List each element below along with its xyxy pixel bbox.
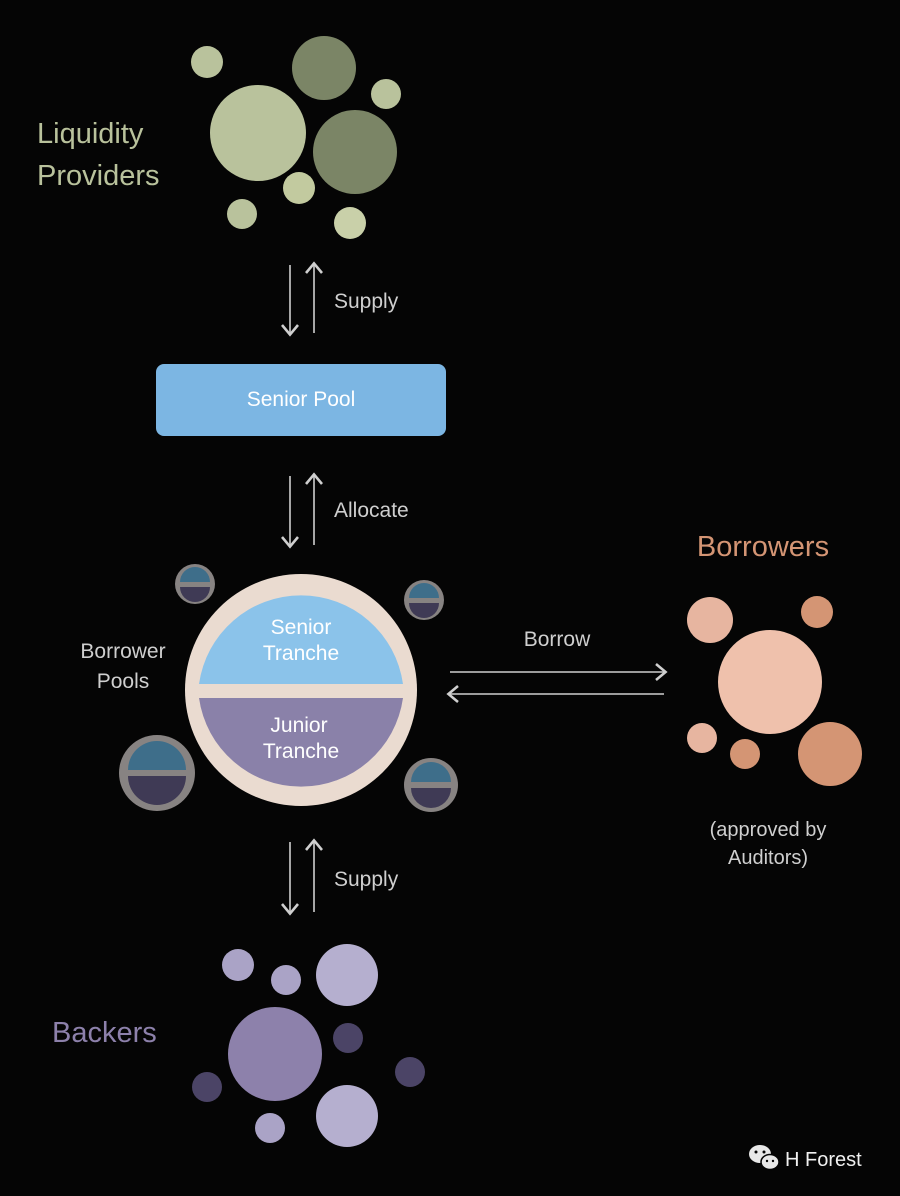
- junior-tranche-label-line2: Tranche: [263, 740, 339, 763]
- borrower-pools-label-line1: Borrower: [80, 640, 165, 663]
- borrowers-note-line1: (approved by: [710, 819, 827, 841]
- supply-top-label: Supply: [334, 290, 399, 313]
- borrower-pools-label-line2: Pools: [97, 670, 150, 693]
- backers-label: Backers: [52, 1017, 157, 1049]
- borrower-pool-small-2: [404, 580, 444, 620]
- senior-pool-label: Senior Pool: [247, 388, 356, 411]
- senior-pool-box: [156, 364, 446, 436]
- borrower-pool-medium-1: [404, 758, 458, 812]
- senior-tranche-label-line2: Tranche: [263, 642, 339, 665]
- senior-tranche-label-line1: Senior: [271, 616, 332, 639]
- junior-tranche-half: [199, 698, 403, 787]
- watermark-label: H Forest: [785, 1149, 862, 1171]
- liquidity-providers-cluster: [191, 36, 401, 239]
- borrowers-cluster: [687, 596, 862, 786]
- borrower-pool-small-1: [175, 564, 215, 604]
- junior-tranche-label-line1: Junior: [270, 714, 327, 737]
- senior-tranche-half: [199, 595, 403, 684]
- tranche-circle: [185, 574, 417, 806]
- borrowers-label: Borrowers: [697, 531, 829, 563]
- wechat-icon: [749, 1145, 780, 1171]
- borrower-pool-large-1: [119, 735, 195, 811]
- supply-bottom-label: Supply: [334, 868, 399, 891]
- allocate-label: Allocate: [334, 499, 409, 522]
- backers-cluster: [192, 944, 425, 1147]
- liquidity-providers-label-line1: Liquidity: [37, 118, 144, 150]
- liquidity-providers-label-line2: Providers: [37, 160, 160, 192]
- borrowers-note-line2: Auditors): [728, 847, 808, 869]
- borrow-label: Borrow: [524, 628, 591, 651]
